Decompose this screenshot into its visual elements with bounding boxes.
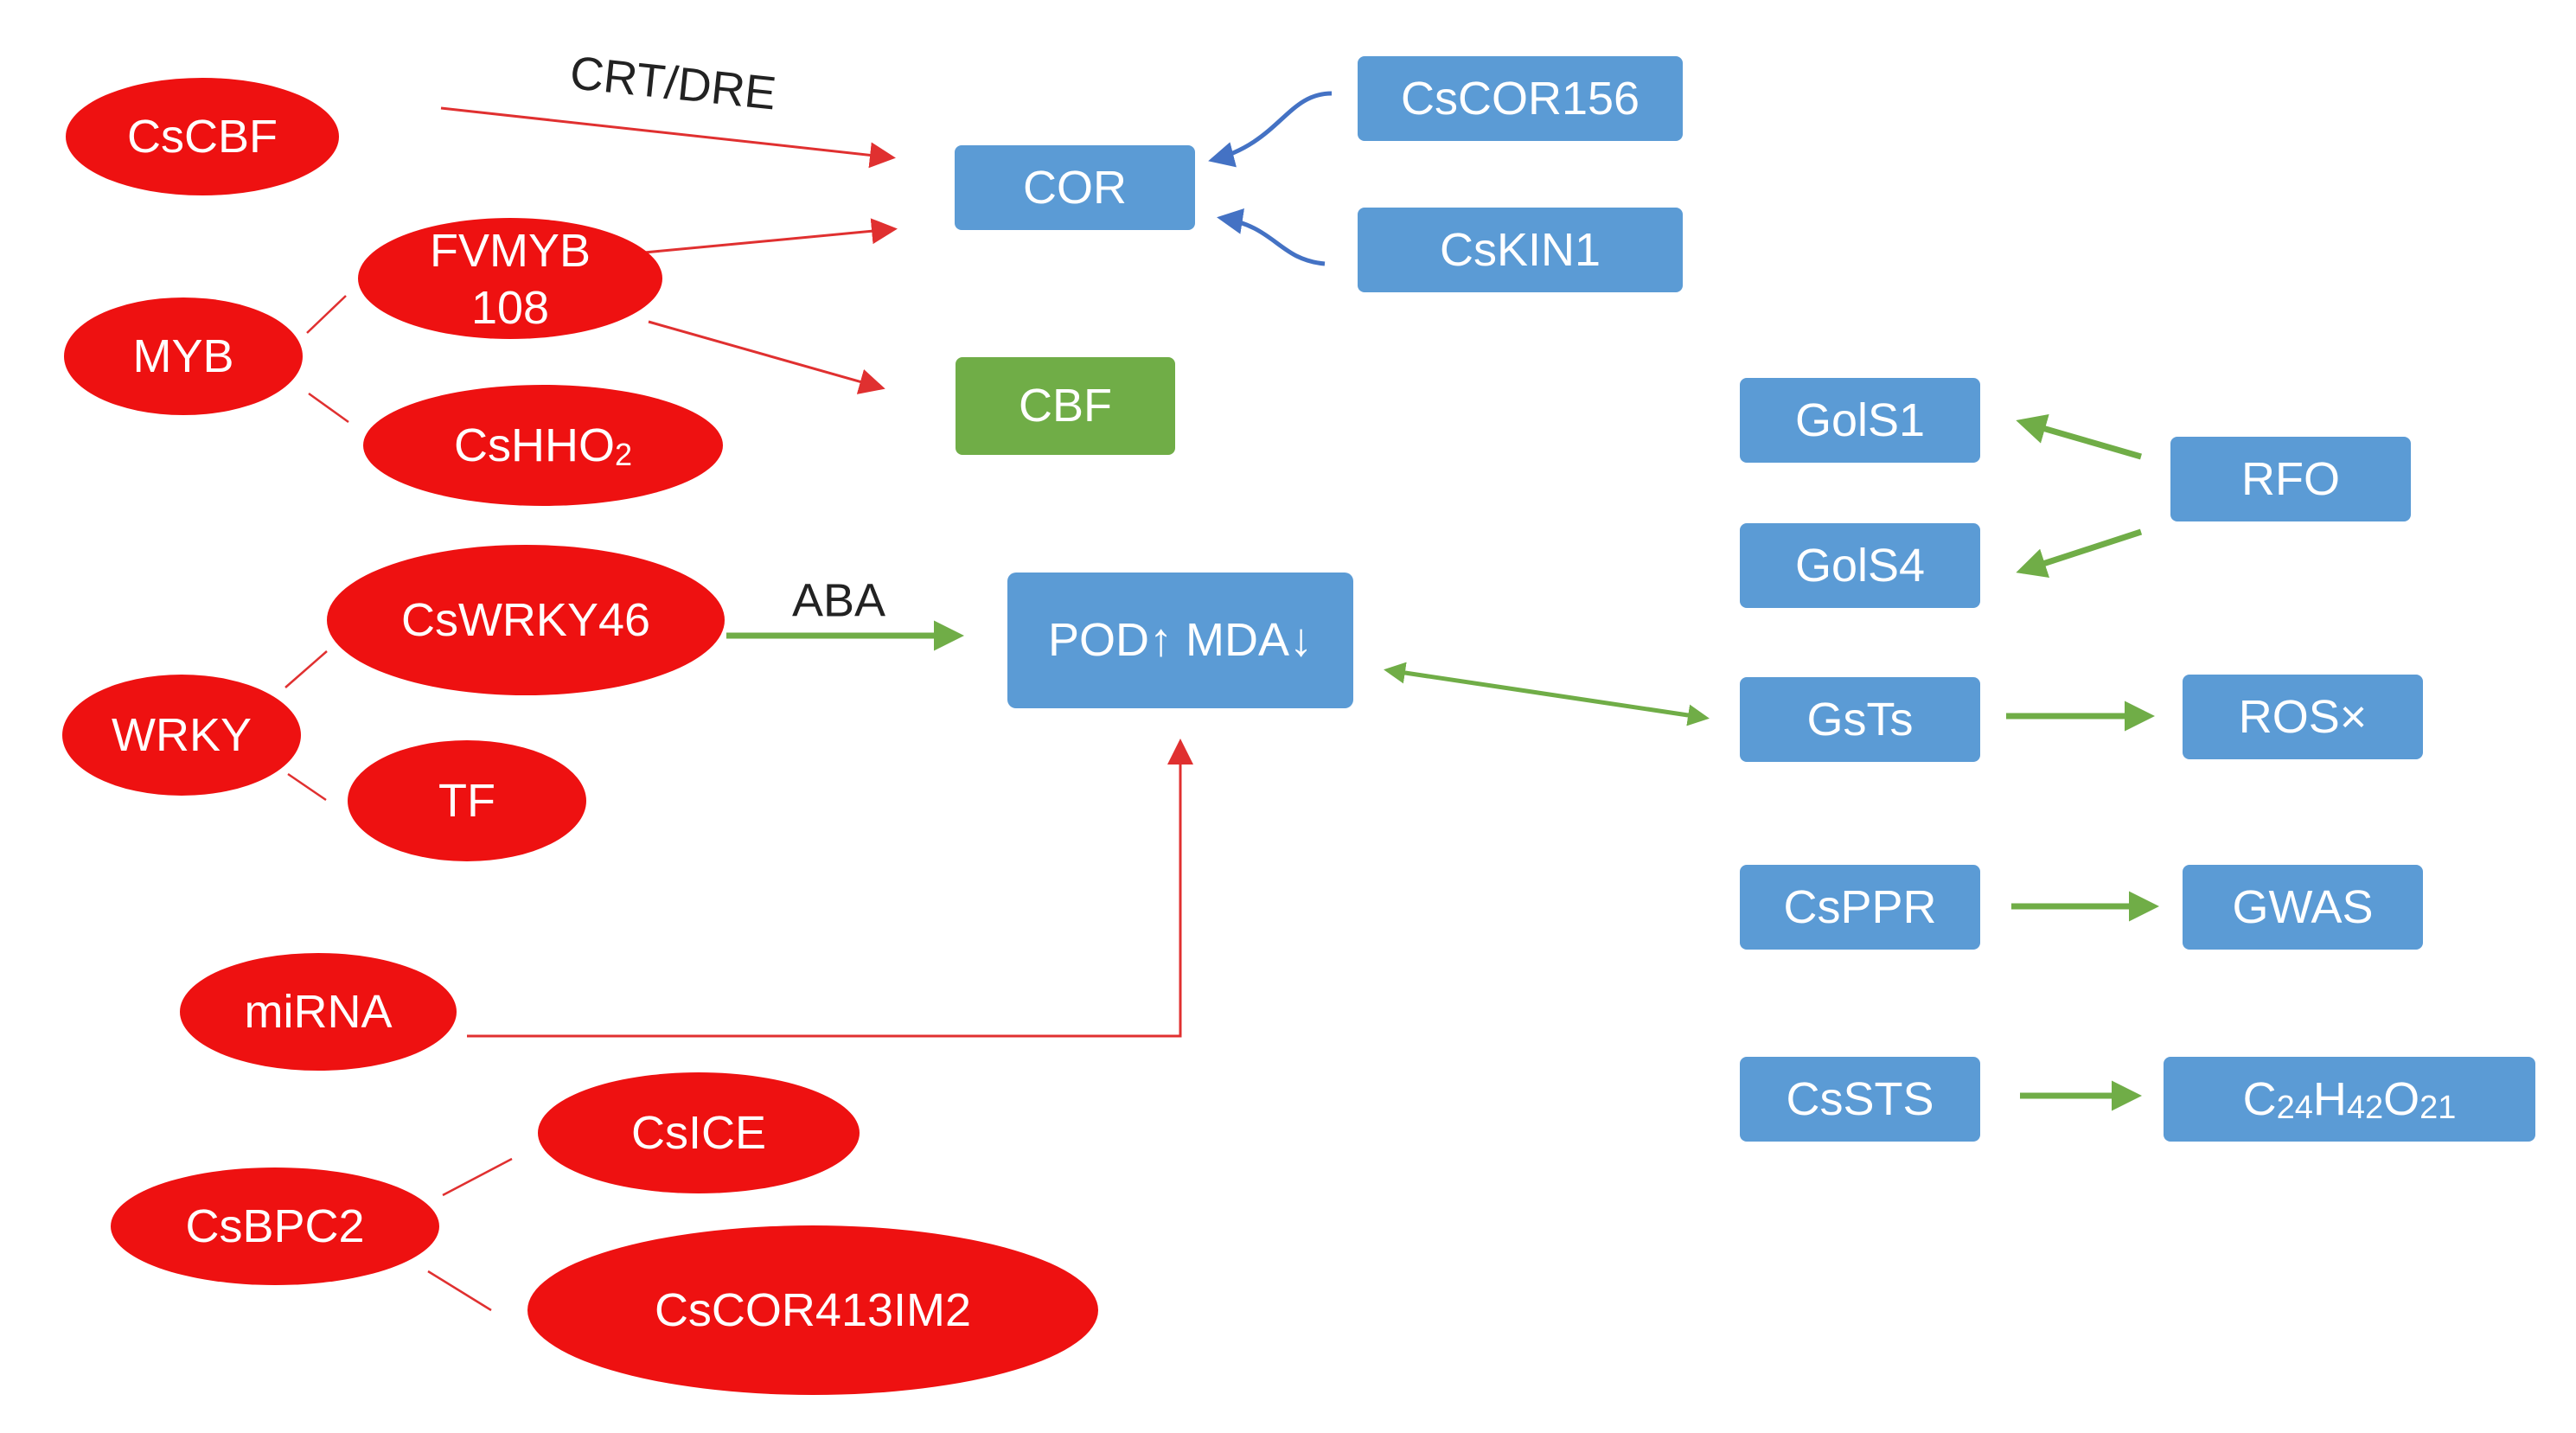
node-rfo-label: RFO xyxy=(2241,453,2340,505)
node-gsts[interactable]: GsTs xyxy=(1740,677,1980,762)
node-cbf[interactable]: CBF xyxy=(956,357,1175,455)
node-csbpc2[interactable]: CsBPC2 xyxy=(111,1168,439,1285)
arrow-pod-gsts-bidirectional xyxy=(1384,662,1710,726)
node-cskin1[interactable]: CsKIN1 xyxy=(1358,208,1683,292)
node-cssts[interactable]: CsSTS xyxy=(1740,1057,1980,1142)
connector-myb-fvmyb108 xyxy=(306,295,347,334)
node-csppr[interactable]: CsPPR xyxy=(1740,865,1980,950)
arrow-cscbf-to-cor xyxy=(440,106,896,169)
node-rosx-label: ROS× xyxy=(2239,691,2368,743)
connector-csbpc2-csice xyxy=(442,1157,513,1197)
gene-nodes: CsCBF MYB FVMYB 108 CsHHO2 WRKY CsWRKY46… xyxy=(62,78,1098,1395)
node-csppr-label: CsPPR xyxy=(1783,881,1936,933)
node-cor[interactable]: COR xyxy=(955,145,1195,230)
node-mirna-label: miRNA xyxy=(245,986,393,1038)
node-cscbf[interactable]: CsCBF xyxy=(66,78,339,195)
node-pod-mda-label: POD↑ MDA↓ xyxy=(1048,614,1313,666)
edge-label-crt-dre: CRT/DRE xyxy=(567,47,778,120)
arrow-rfo-to-gols4 xyxy=(2016,528,2143,578)
node-cscbf-label: CsCBF xyxy=(127,111,278,163)
node-cssts-label: CsSTS xyxy=(1786,1073,1934,1125)
node-cbf-label: CBF xyxy=(1019,380,1112,432)
node-tf-label: TF xyxy=(438,775,495,827)
connector-wrky-tf xyxy=(287,772,327,802)
node-cscor413im2-label: CsCOR413IM2 xyxy=(655,1284,971,1336)
node-cscor156-label: CsCOR156 xyxy=(1401,73,1640,125)
node-wrky-label: WRKY xyxy=(112,709,252,761)
node-gwas-label: GWAS xyxy=(2232,881,2373,933)
node-tf[interactable]: TF xyxy=(348,740,586,861)
node-gsts-label: GsTs xyxy=(1806,694,1913,745)
node-gwas[interactable]: GWAS xyxy=(2183,865,2423,950)
node-gols4-label: GolS4 xyxy=(1795,540,1925,592)
arrow-cscor156-to-cor xyxy=(1208,91,1333,168)
connector-csbpc2-cscor413im2 xyxy=(427,1270,492,1312)
node-formula-label: C24H42O21 xyxy=(2243,1073,2457,1126)
arrow-fvmyb108-to-cor xyxy=(643,218,898,254)
node-cskin1-label: CsKIN1 xyxy=(1440,224,1601,276)
node-gols4[interactable]: GolS4 xyxy=(1740,523,1980,608)
node-pod-mda[interactable]: POD↑ MDA↓ xyxy=(1007,573,1353,708)
node-fvmyb108-label-line1: FVMYB xyxy=(430,225,591,277)
arrow-fvmyb108-to-cbf xyxy=(648,320,885,394)
node-cor-label: COR xyxy=(1023,162,1127,214)
node-csice-label: CsICE xyxy=(631,1107,766,1159)
node-csbpc2-label: CsBPC2 xyxy=(185,1200,364,1252)
node-cswrky46-label: CsWRKY46 xyxy=(401,594,650,646)
node-gols1[interactable]: GolS1 xyxy=(1740,378,1980,463)
edge-label-aba: ABA xyxy=(792,574,885,626)
arrow-mirna-to-pod xyxy=(467,739,1193,1038)
node-mirna[interactable]: miRNA xyxy=(180,953,457,1071)
connector-wrky-cswrky46 xyxy=(284,650,328,688)
node-rfo[interactable]: RFO xyxy=(2170,437,2411,521)
arrow-cskin1-to-cor xyxy=(1217,208,1326,266)
node-gols1-label: GolS1 xyxy=(1795,394,1925,446)
node-cshho2[interactable]: CsHHO2 xyxy=(363,385,723,506)
node-myb-label: MYB xyxy=(132,330,233,382)
node-rosx[interactable]: ROS× xyxy=(2183,675,2423,759)
node-fvmyb108[interactable]: FVMYB 108 xyxy=(358,218,662,339)
node-formula[interactable]: C24H42O21 xyxy=(2164,1057,2535,1142)
connector-myb-cshho2 xyxy=(308,392,349,424)
node-fvmyb108-label-line2: 108 xyxy=(471,282,549,334)
node-cswrky46[interactable]: CsWRKY46 xyxy=(327,545,725,695)
node-myb[interactable]: MYB xyxy=(64,297,303,415)
node-csice[interactable]: CsICE xyxy=(538,1072,860,1193)
edges xyxy=(284,91,2159,1312)
node-wrky[interactable]: WRKY xyxy=(62,675,301,796)
node-cshho2-label: CsHHO2 xyxy=(454,419,632,472)
arrow-rfo-to-gols1 xyxy=(2016,413,2142,460)
node-cscor156[interactable]: CsCOR156 xyxy=(1358,56,1683,141)
node-cscor413im2[interactable]: CsCOR413IM2 xyxy=(527,1225,1098,1395)
process-nodes: COR CsCOR156 CsKIN1 CBF POD↑ MDA↓ GolS1 … xyxy=(955,56,2535,1142)
